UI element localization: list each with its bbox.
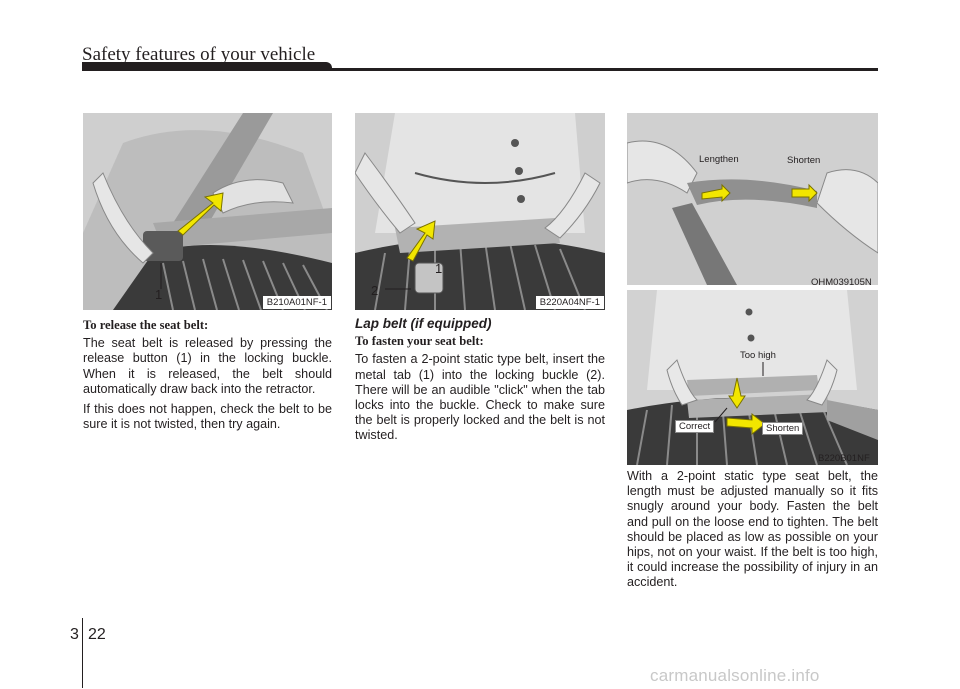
label-correct: Correct (675, 420, 715, 433)
figure-code: B220A04NF-1 (535, 296, 604, 309)
column-3: With a 2-point static type seat belt, th… (627, 469, 878, 596)
label-lengthen: Lengthen (699, 154, 739, 165)
watermark: carmanualsonline.info (650, 666, 820, 685)
subheading-fasten: To fasten your seat belt: (355, 334, 484, 349)
figure-adjust-length: Lengthen Shorten (627, 113, 878, 285)
figure-code-fig3: OHM039105N (811, 277, 872, 288)
paragraph-release: The seat belt is released by pressing th… (83, 336, 332, 396)
illustration-fasten-lap-belt (355, 113, 605, 310)
callout-number: 1 (155, 287, 163, 302)
chapter-number: 3 (70, 626, 79, 643)
paragraph-check-twist: If this does not happen, check the belt … (83, 402, 332, 432)
paragraph-fasten: To fasten a 2-point static type belt, in… (355, 352, 605, 443)
subheading-release: To release the seat belt: (83, 318, 209, 332)
label-shorten: Shorten (762, 422, 804, 435)
figure-code: B210A01NF-1 (262, 296, 331, 309)
label-too-high: Too high (740, 350, 776, 361)
illustration-belt-position (627, 290, 878, 465)
column-1: To release the seat belt: The seat belt … (83, 318, 332, 437)
section-title-lap-belt: Lap belt (if equipped) (355, 316, 492, 331)
header-rule (82, 68, 878, 71)
footer-rule (82, 618, 83, 688)
figure-release-belt: 1 B210A01NF-1 (83, 113, 332, 310)
figure-code-fig4: B220B01NF (818, 453, 870, 464)
figure-fasten-lap-belt: 1 2 B220A04NF-1 (355, 113, 605, 310)
illustration-adjust-length (627, 113, 878, 285)
callout-number-2: 2 (371, 283, 379, 298)
label-shorten: Shorten (787, 155, 821, 166)
page-number: 22 (88, 626, 106, 643)
illustration-release-belt (83, 113, 332, 310)
header-tab-bar (82, 62, 332, 71)
column-2: Lap belt (if equipped) To fasten your se… (355, 316, 605, 449)
paragraph-adjust: With a 2-point static type seat belt, th… (627, 469, 878, 590)
callout-number-1: 1 (435, 261, 443, 276)
header-title: Safety features of your vehicle (82, 44, 316, 65)
figure-belt-position: Too high Correct Shorten (627, 290, 878, 465)
